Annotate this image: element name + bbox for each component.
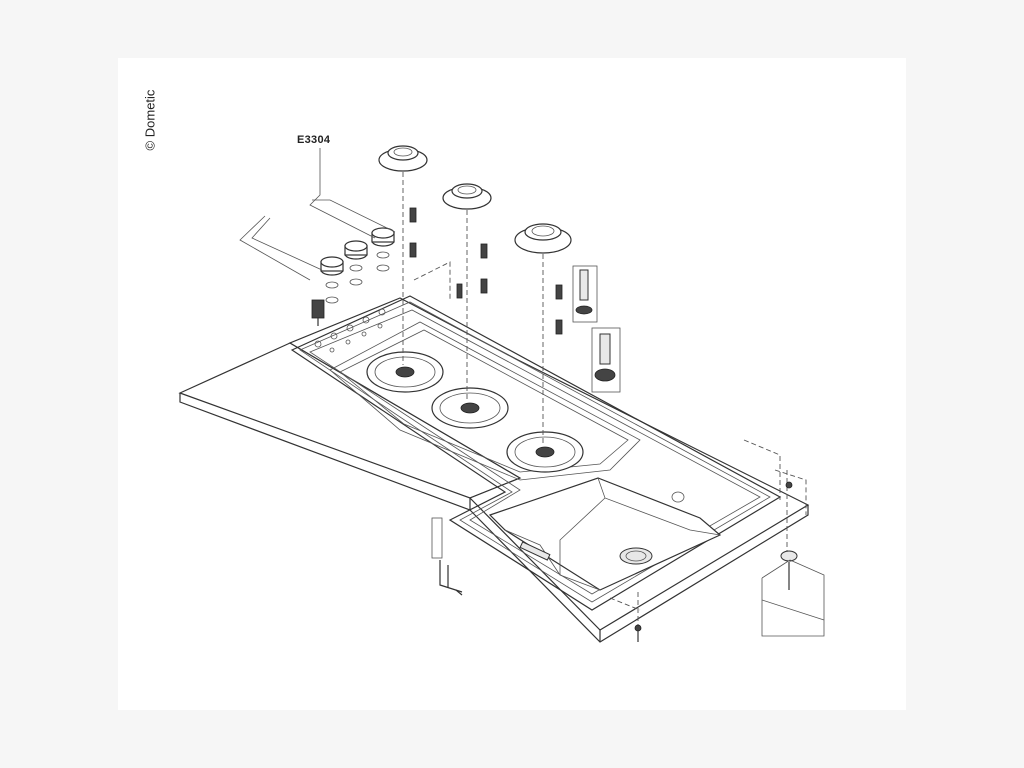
copyright-label: © Dometic — [142, 89, 158, 151]
mounting-clamp — [431, 517, 463, 596]
construction-lines — [413, 261, 807, 611]
diagram-code-label: E3304 — [297, 134, 331, 146]
burner-3 — [506, 431, 584, 473]
thermocouple-detail — [572, 265, 598, 323]
knob-3 — [371, 227, 395, 272]
drain-plug — [780, 481, 798, 590]
burner-cap-2 — [442, 183, 492, 210]
burner-2 — [431, 387, 509, 429]
cabinet-corner — [761, 559, 825, 637]
hob-frame — [290, 295, 782, 611]
control-panel-holes — [314, 308, 386, 353]
ignition-switch — [311, 299, 325, 326]
burner-well — [329, 321, 641, 481]
label-leader-lines — [239, 148, 396, 281]
knob-2 — [344, 240, 368, 286]
burner-1 — [366, 351, 444, 393]
countertop — [178, 297, 810, 643]
valve-detail — [591, 327, 621, 393]
burner-cap-1 — [378, 145, 428, 172]
sink-basin — [488, 477, 722, 591]
injectors — [409, 207, 563, 335]
knob-1 — [320, 256, 344, 304]
burner-cap-3 — [514, 223, 572, 254]
screw — [634, 624, 642, 642]
